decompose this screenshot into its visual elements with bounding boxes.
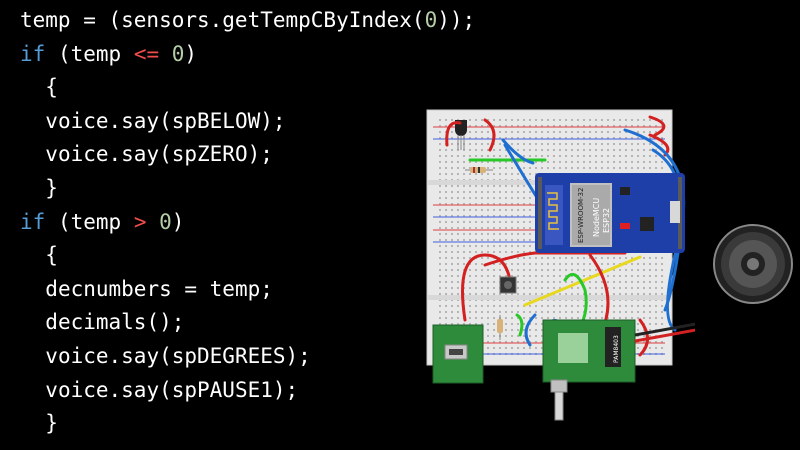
- code-token: voice.say(spPAUSE1);: [45, 377, 299, 402]
- code-indent: [20, 310, 45, 334]
- code-token: voice.say(spDEGREES);: [45, 343, 311, 368]
- code-line: if (temp <= 0): [20, 38, 475, 72]
- code-token: (temp: [45, 41, 134, 66]
- code-token: voice.say(spZERO);: [45, 142, 273, 167]
- code-token: if: [20, 209, 46, 234]
- code-line: }: [20, 407, 475, 441]
- svg-text:ESP-WROOM-32: ESP-WROOM-32: [577, 188, 585, 243]
- code-line: {: [20, 71, 475, 105]
- code-token: ): [184, 41, 198, 66]
- code-line: if (temp > 0): [20, 206, 475, 240]
- svg-text:ESP32: ESP32: [602, 208, 611, 233]
- resistor-icon: [497, 315, 503, 340]
- code-token: 0: [424, 8, 438, 32]
- circuit-diagram: ESP-WROOM-32 NodeMCU ESP32 PAM8403: [426, 109, 695, 421]
- code-line: voice.say(spZERO);: [20, 138, 475, 172]
- code-indent: [20, 142, 45, 166]
- svg-text:NodeMCU: NodeMCU: [592, 198, 601, 237]
- code-token: decimals();: [45, 310, 185, 335]
- code-token: <=: [133, 41, 160, 66]
- code-token: {: [45, 243, 58, 268]
- esp32-board: ESP-WROOM-32 NodeMCU ESP32: [535, 173, 685, 253]
- code-token: }: [45, 175, 58, 200]
- wires: [445, 115, 686, 357]
- code-token: 0: [171, 41, 185, 66]
- speaker-icon: [713, 224, 793, 304]
- code-line: voice.say(spPAUSE1);: [20, 374, 475, 408]
- code-token: if: [20, 41, 46, 66]
- code-token: decnumbers = temp;: [45, 276, 273, 301]
- code-token: >: [133, 209, 147, 234]
- speaker-wire: [634, 328, 695, 343]
- code-line: temp = (sensors.getTempCByIndex(0));: [20, 4, 475, 38]
- code-token: (temp: [45, 209, 134, 234]
- code-indent: [20, 243, 45, 267]
- code-token: ));: [437, 8, 476, 32]
- code-listing: temp = (sensors.getTempCByIndex(0));if (…: [20, 4, 475, 441]
- code-line: decnumbers = temp;: [20, 273, 475, 307]
- svg-text:PAM8403: PAM8403: [613, 335, 620, 363]
- code-indent: [20, 277, 45, 301]
- code-indent: [20, 176, 45, 200]
- code-line: voice.say(spDEGREES);: [20, 340, 475, 374]
- push-button-icon: [499, 276, 517, 294]
- code-token: ): [171, 209, 185, 234]
- code-line: voice.say(spBELOW);: [20, 105, 475, 139]
- code-line: }: [20, 172, 475, 206]
- code-indent: [20, 109, 45, 133]
- code-indent: [20, 378, 45, 402]
- code-indent: [20, 75, 45, 99]
- code-token: [146, 210, 159, 234]
- code-indent: [20, 411, 45, 435]
- usb-module: [432, 324, 484, 384]
- code-token: voice.say(spBELOW);: [45, 108, 286, 133]
- code-line: decimals();: [20, 306, 475, 340]
- resistor-icon: [465, 167, 493, 173]
- code-token: 0: [159, 209, 172, 234]
- code-token: [159, 42, 172, 66]
- code-line: {: [20, 239, 475, 273]
- speaker-wire: [634, 322, 695, 337]
- code-token: {: [45, 75, 58, 100]
- amplifier-module: PAM8403: [542, 319, 636, 421]
- code-token: }: [45, 411, 58, 436]
- code-token: temp = (sensors.getTempCByIndex(: [20, 8, 425, 32]
- code-indent: [20, 344, 45, 368]
